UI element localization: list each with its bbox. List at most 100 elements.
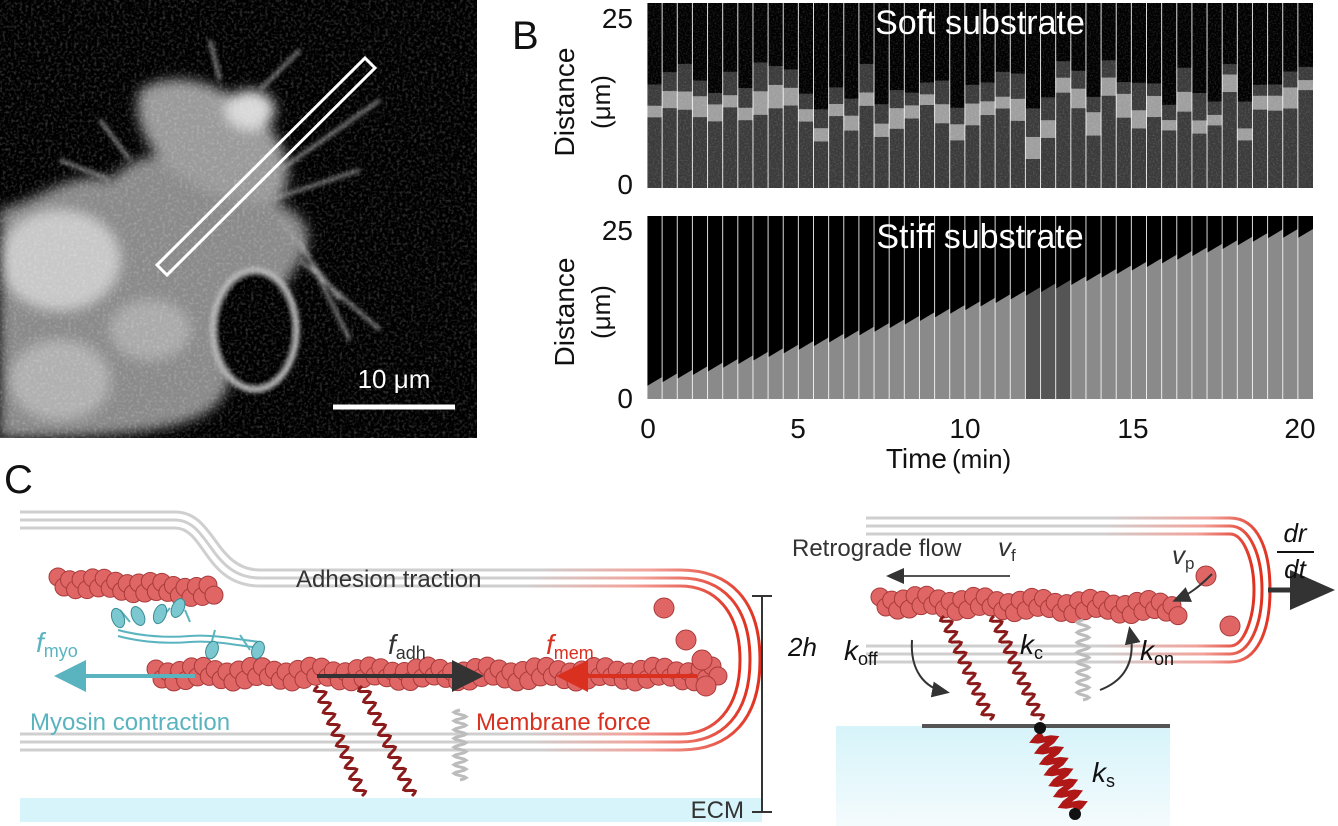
clutch-springs-right [938,614,1046,722]
x-tick-0: 0 [640,413,656,444]
kymo-stiff-segment [1252,233,1268,399]
free-actin-monomer [675,629,697,651]
unbound-clutch-left [451,708,469,782]
actin-monomer [204,585,224,605]
unbound-clutch-coil [451,708,469,782]
left-membrane [20,510,762,752]
x-tick-5: 5 [790,413,806,444]
kymo-stiff-segment [949,305,965,399]
kymo-stiff-segment [707,362,723,399]
kymo-stiff-segment [768,348,784,399]
kymograph-soft: Soft substrate [646,3,1313,188]
kymo-stiff-segment [934,308,950,399]
kymo-stiff-segment [1131,261,1147,399]
kymo-stiff-segment [1116,265,1132,399]
panel-b-kymographs: Soft substrate Stiff substrate 25 0 25 0… [549,3,1316,474]
actin-monomer [1168,606,1188,626]
soft-y-label: Distance [549,48,580,157]
k-on-arrow [1099,626,1141,691]
k-on-label: kon [1140,635,1174,669]
v-p-label: vp [1172,540,1194,573]
spring-anchor-bottom [1069,808,1081,820]
kymo-stiff-segment [722,359,738,399]
x-tick-20: 20 [1284,413,1315,444]
dr-label: dr [1283,518,1307,548]
spring-anchor-top [1034,722,1046,734]
f-myo-label: fmyo [36,627,78,661]
dt-label: dt [1284,554,1307,584]
kymo-stiff-segment [1010,290,1026,399]
kymo-stiff-segment [1101,269,1117,399]
x-unit: (min) [952,444,1011,474]
kymo-stiff-segment [1146,258,1162,399]
height-label: 2h [787,632,817,662]
kymograph-stiff-title: Stiff substrate [876,218,1083,256]
x-tick-15: 15 [1117,413,1148,444]
v-f-label: vf [998,532,1016,565]
unbound-clutch-right [1074,618,1092,702]
kymo-stiff-segment [1207,243,1223,399]
kymo-stiff-segment [737,355,753,399]
kymo-stiff-segment [980,297,996,399]
kymo-stiff-segment [813,337,829,399]
membrane-force-label: Membrane force [476,709,651,736]
kymo-stiff-segment [1025,287,1041,399]
kymo-stiff-segment [752,351,769,399]
myosin-contraction-label: Myosin contraction [30,709,230,736]
unbound-clutch-coil [1074,618,1092,702]
kymo-stiff-segment [919,312,935,399]
kymo-stiff-segment [995,294,1011,399]
stiff-y-unit: (μm) [586,285,616,339]
kymo-stiff-segment [798,341,814,399]
kymo-stiff-segment [1176,251,1192,399]
f-adh-label: fadh [388,629,426,663]
kymo-stiff-segment [677,369,693,399]
x-tick-10: 10 [949,413,980,444]
clutch-springs-left [312,684,418,798]
free-actin-monomer [653,597,675,619]
kymo-stiff-segment [1267,229,1283,399]
kymograph-soft-title: Soft substrate [875,4,1085,42]
kymo-stiff-segment [904,315,920,399]
free-actin-monomer [691,649,713,671]
panel-a-micrograph: 10 μm [0,0,477,438]
retrograde-flow-label: Retrograde flow [792,535,962,562]
kymograph-stiff: Stiff substrate [646,216,1313,399]
scale-bar-label: 10 μm [358,364,431,394]
stiff-y-tick-bottom: 0 [617,383,633,414]
kymo-stiff-segment [1222,240,1238,399]
kymo-stiff-segment [692,366,708,399]
f-mem-label: fmem [546,629,594,663]
actin-filaments-left [48,567,728,697]
kymo-stiff-segment [1297,229,1313,399]
panel-label-c: C [4,458,33,502]
k-c-label: kc [1020,629,1043,663]
kymo-stiff-segment [1070,276,1086,399]
kymo-stiff-segment [1237,236,1253,399]
panel-label-b: B [512,14,539,58]
free-actin-monomer [695,675,717,697]
panel-c-clutch-model: ECM 2h Adhesion traction fmyo fadh [20,510,1335,826]
kymo-stiff-segment [647,377,663,399]
ecm-label: ECM [691,797,744,824]
kymo-stiff-segment [783,344,799,399]
kymo-stiff-segment [889,319,905,399]
soft-y-tick-bottom: 0 [617,169,633,200]
stiff-y-tick-top: 25 [602,215,633,246]
k-off-label: koff [844,635,879,669]
soft-y-tick-top: 25 [602,3,633,34]
polymerization-arrow [1172,573,1213,602]
kymo-stiff-segment [1191,247,1208,399]
substrate-spring [1029,731,1088,813]
speckle-texture [0,0,477,438]
kymo-stiff-segment [1085,272,1102,399]
kymo-stiff-segment [828,333,844,399]
kymo-stiff-segment [1161,254,1177,399]
free-actin-monomer [1219,615,1241,637]
stiff-y-label: Distance [549,258,580,367]
soft-y-unit: (μm) [586,75,616,129]
kymo-stiff-segment [874,323,890,399]
ecm-substrate-left [20,798,762,822]
kymo-stiff-segment [1040,283,1056,399]
kymo-stiff-segment [843,330,859,399]
